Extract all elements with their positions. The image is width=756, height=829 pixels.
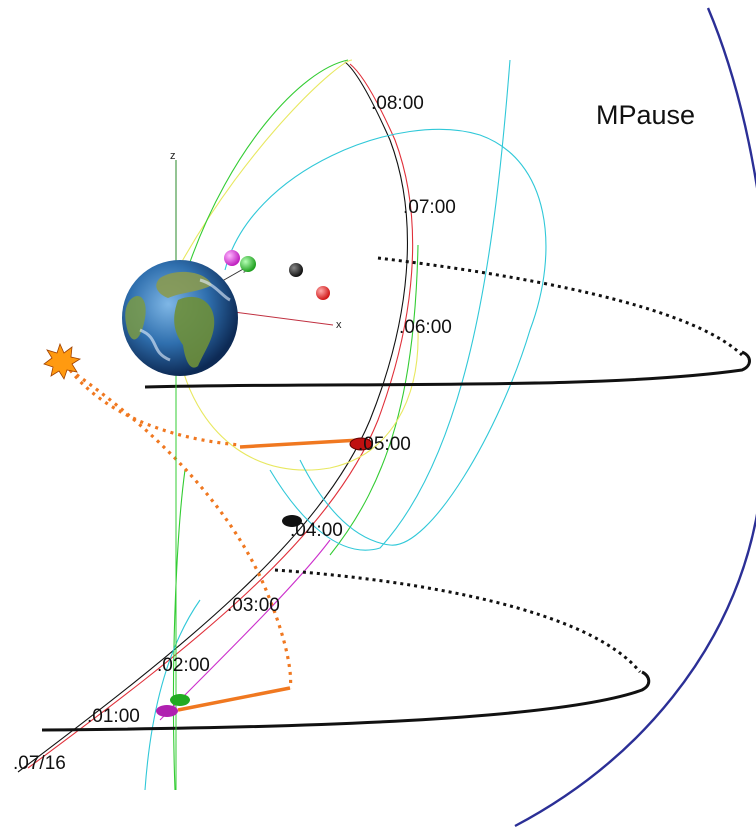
projection-dotted-lower — [69, 368, 293, 689]
earth-continent-europe — [156, 271, 212, 298]
marker-green-0100 — [170, 694, 190, 706]
field-lines — [41, 256, 751, 732]
earth-continent-americas — [125, 296, 146, 340]
projection-solid-upper — [239, 438, 361, 449]
position-markers — [156, 437, 373, 717]
time-label-0800: .08:00 — [371, 93, 424, 114]
orbit-track-black — [17, 61, 408, 773]
sphere-green — [240, 256, 256, 272]
time-label-0700: .07:00 — [403, 197, 456, 218]
time-labels: .08:00 .07:00 .06:00 .05:00 .04:00 .03:0… — [13, 93, 456, 774]
earth-globe — [122, 260, 238, 376]
time-label-0200: .02:00 — [157, 655, 210, 676]
projection-solid-lower — [177, 686, 291, 712]
time-label-0500: .05:00 — [358, 434, 411, 455]
orbit-track-cyan — [144, 59, 511, 791]
orbit-loop-green-upper — [189, 59, 349, 263]
field-line-upper-dotted — [377, 256, 744, 357]
axis-x-label: x — [336, 319, 342, 331]
orbit-traces — [17, 59, 547, 791]
time-label-0400: .04:00 — [290, 520, 343, 541]
earth-clouds — [139, 278, 231, 362]
field-line-lower-dotted — [274, 568, 642, 673]
orbit-track-magenta — [159, 539, 331, 721]
spacecraft-spheres — [224, 250, 330, 300]
marker-red-0500 — [349, 437, 373, 451]
orbit-track-red — [27, 63, 414, 769]
projection-paths — [68, 368, 361, 712]
marker-magenta-0100 — [156, 705, 178, 717]
marker-black-0400 — [282, 515, 302, 527]
earth-continent-africa — [174, 296, 215, 368]
magnetopause-label: MPause — [596, 100, 695, 130]
field-line-lower-solid — [41, 670, 651, 732]
orbit-loop-cyan — [224, 128, 547, 546]
sphere-magenta — [224, 250, 240, 266]
time-label-0600: .06:00 — [399, 317, 452, 338]
field-line-upper-solid — [144, 350, 751, 389]
sun-burst-icon — [43, 342, 82, 380]
time-label-0300: .03:00 — [227, 595, 280, 616]
axis-z-label: z — [170, 150, 176, 162]
sphere-red — [316, 286, 330, 300]
magnetopause-boundary — [514, 7, 756, 828]
date-label: .07/16 — [13, 753, 66, 774]
sphere-black — [289, 263, 303, 277]
time-label-0100: .01:00 — [87, 706, 140, 727]
projection-dotted-upper — [68, 368, 241, 447]
